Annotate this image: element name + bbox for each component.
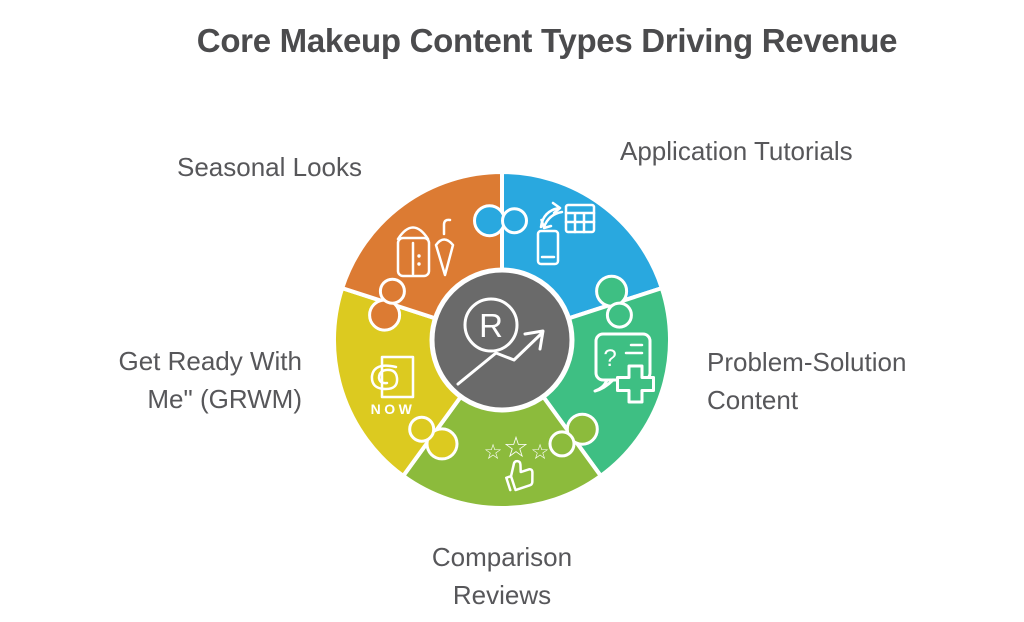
spiral-now-icon: NOW [370,355,416,417]
trend-arrowhead-icon [523,329,545,351]
star-icon: ☆ [484,440,503,464]
center-hub: R [429,267,575,413]
star-icon: ☆ [531,440,550,464]
center-letter: R [479,307,503,344]
table-grid-lines [564,211,596,234]
plus-cross-icon [616,364,655,404]
trend-arrow-icon [456,332,543,386]
sync-arrow-down [542,210,564,229]
puzzle-socket-green [605,301,633,329]
star-icon: ☆ [503,430,529,464]
puzzle-socket-yellow [408,415,436,443]
label-application-tutorials: Application Tutorials [620,136,853,166]
label-seasonal-looks: Seasonal Looks [177,152,363,182]
puzzle-socket-lime [548,430,576,458]
spiral-swirl [370,364,399,391]
now-label: NOW [371,401,416,417]
question-bubble-plus-icon: ? [593,332,655,404]
puzzle-socket-blue [501,207,528,235]
raincoat-hood [396,226,430,241]
sync-arrow-down-head [540,218,553,230]
puzzle-knob-orange [368,298,402,332]
bubble-text-lines [624,343,644,355]
puzzle-socket-orange [378,277,406,305]
thumbs-up-icon [505,459,534,492]
puzzle-knob-blue [473,204,506,238]
label-get-ready-with-me: Get Ready With Me" (GRWM) [118,346,302,414]
raincoat-body [396,236,431,278]
registered-trend-arrow-icon: R [456,297,545,386]
umbrella-canopy [434,238,455,277]
phone-body [536,229,560,266]
phone-table-sync-icon [536,201,596,266]
speech-bubble-tail [593,378,615,393]
label-comparison-reviews: Comparison Reviews [431,542,573,610]
segment-comparison-reviews [401,338,603,511]
raincoat-button [417,254,421,258]
puzzle-knob-lime [565,412,599,446]
puzzle-wheel [331,170,673,511]
table-frame [564,203,596,234]
raincoat-umbrella-icon [396,218,455,278]
umbrella-handle [442,218,452,236]
page-title: Core Makeup Content Types Driving Revenu… [196,22,898,59]
question-glyph: ? [603,345,616,372]
puzzle-knob-green [595,274,629,308]
now-square-frame [380,355,415,399]
raincoat-button [417,262,421,266]
r-ring-icon [463,297,519,353]
label-problem-solution-content: Problem-Solution Content [707,347,907,415]
sync-arrow-up-head [551,201,562,215]
puzzle-knob-yellow [425,427,459,461]
sync-arrow-up [539,206,561,229]
stars-thumbs-up-icon: ☆ ☆ ☆ [484,430,550,492]
